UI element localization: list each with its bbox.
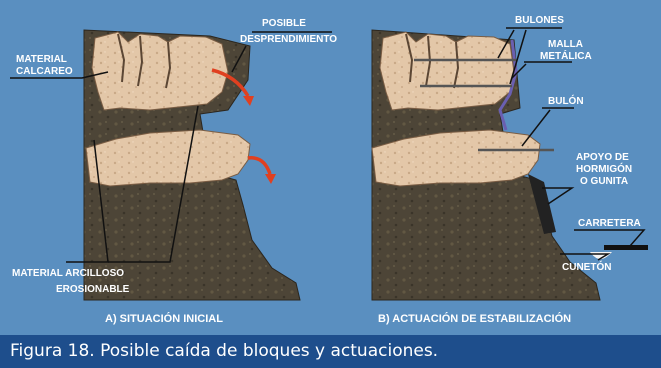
label-apoyo-de: APOYO DE — [576, 152, 629, 163]
arrow-upper-detachment — [211, 68, 250, 97]
panel-a-leaders — [10, 31, 332, 263]
label-o-gunita: O GUNITA — [580, 176, 628, 187]
label-erosionable: EROSIONABLE — [56, 284, 130, 295]
panel-b-upper-limestone — [379, 31, 515, 111]
arrow-upper-head — [243, 96, 254, 106]
panel-b-lower-limestone — [371, 129, 541, 187]
label-carretera: CARRETERA — [578, 218, 641, 229]
panel-b-rock-section — [371, 29, 648, 301]
label-calcareo: CALCAREO — [16, 66, 73, 77]
panel-b-title: B) ACTUACIÓN DE ESTABILIZACIÓN — [378, 312, 571, 325]
label-cuneton: CUNETÓN — [562, 260, 611, 273]
label-bulon: BULÓN — [548, 94, 584, 107]
label-desprendimiento: DESPRENDIMIENTO — [240, 34, 337, 45]
road-surface — [604, 245, 648, 250]
panel-a-lower-limestone — [85, 129, 251, 187]
arrow-lower-head — [265, 174, 276, 184]
label-malla: MALLA — [548, 39, 583, 50]
label-bulones: BULONES — [515, 15, 564, 26]
label-hormigon: HORMIGÓN — [576, 162, 632, 175]
diagram-canvas: POSIBLE DESPRENDIMIENTO MATERIAL CALCARE… — [0, 0, 661, 335]
panel-a-title: A) SITUACIÓN INICIAL — [105, 312, 223, 325]
panel-a-rock-section — [83, 29, 301, 301]
arrow-lower-detachment — [247, 156, 272, 175]
label-posible: POSIBLE — [262, 18, 306, 29]
label-material-arcilloso: MATERIAL ARCILLOSO — [12, 268, 124, 279]
label-metalica: METÁLICA — [540, 49, 592, 62]
panel-a-joints — [117, 33, 172, 89]
concrete-support — [528, 174, 556, 234]
panel-a-upper-limestone — [91, 31, 229, 111]
figure-caption: Figura 18. Posible caída de bloques y ac… — [0, 335, 661, 368]
label-material: MATERIAL — [16, 54, 67, 65]
panel-b-leaders — [497, 27, 646, 261]
metal-mesh — [498, 39, 518, 131]
panel-b-joints — [405, 33, 460, 89]
